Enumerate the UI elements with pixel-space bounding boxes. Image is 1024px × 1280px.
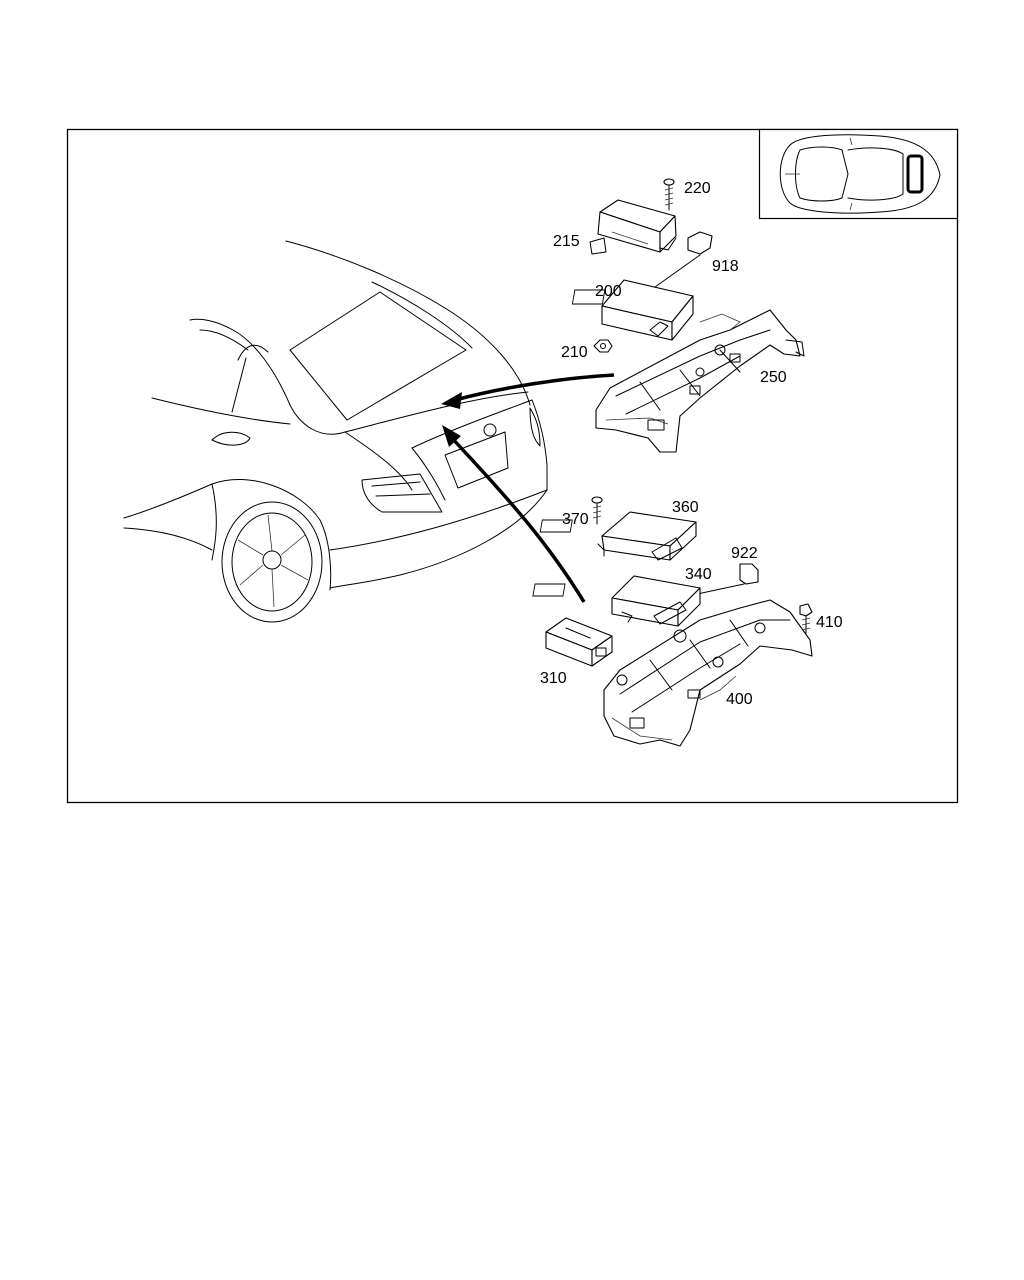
sedan-rear-view-icon (123, 240, 548, 623)
control-unit-340 (532, 575, 701, 627)
control-unit-310 (545, 617, 613, 667)
label-918: 918 (712, 258, 739, 275)
nut-210 (593, 339, 613, 353)
label-tag-922 (687, 563, 759, 597)
car-top-view-icon (779, 134, 941, 214)
bracket-250 (595, 309, 805, 453)
label-340: 340 (685, 566, 712, 583)
label-tag-918 (647, 231, 713, 293)
label-250: 250 (760, 369, 787, 386)
label-200: 200 (595, 283, 622, 300)
label-220: 220 (684, 180, 711, 197)
label-922: 922 (731, 545, 758, 562)
screw-220 (663, 178, 675, 211)
screw-410 (799, 603, 813, 637)
control-unit-215 (589, 199, 677, 255)
locator-inset (758, 128, 959, 220)
control-unit-360 (539, 511, 697, 561)
label-310: 310 (540, 670, 567, 687)
diagram-frame (66, 128, 959, 804)
label-400: 400 (726, 691, 753, 708)
label-370: 370 (562, 511, 589, 528)
label-410: 410 (816, 614, 843, 631)
bracket-400 (603, 599, 813, 747)
screw-370 (591, 496, 603, 525)
control-unit-200 (571, 279, 694, 341)
label-215: 215 (553, 233, 580, 250)
label-360: 360 (672, 499, 699, 516)
installation-arrows (441, 373, 615, 603)
label-210: 210 (561, 344, 588, 361)
